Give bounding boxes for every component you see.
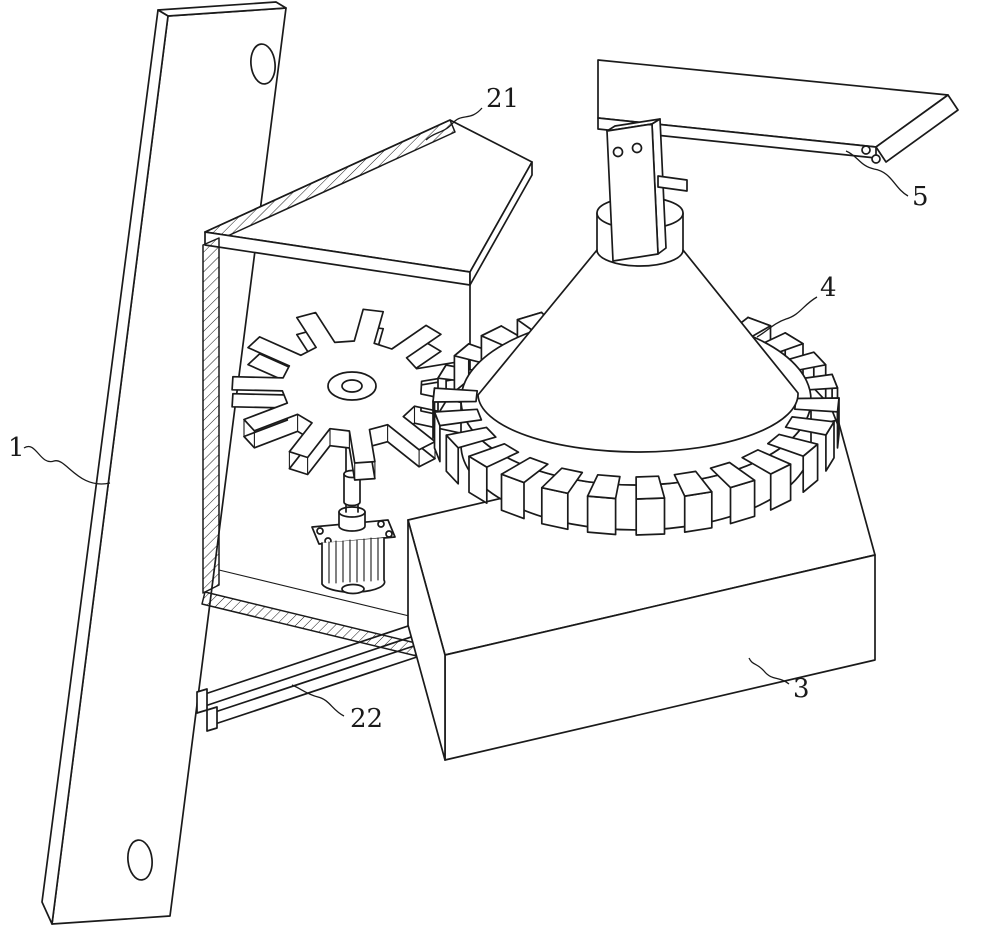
arm-end-bolt [871,154,881,164]
clamp-pin [657,175,688,192]
label-22: 22 [350,704,383,734]
housing-top-right-thickness [469,161,533,286]
ring-tooth-top [500,456,549,484]
drive-motor [311,429,396,595]
motor-fins [328,537,379,584]
clamp-bolt [631,142,643,154]
plate-hole-bottom [127,839,153,881]
ring-gear-front-teeth [432,387,840,536]
ring-tooth-face [586,495,617,536]
ring-tooth-top [741,449,792,475]
ring-tooth-top [784,416,835,436]
motor-bolt [316,527,324,535]
ring-tooth-face [635,497,666,536]
guide-rails [196,617,439,732]
label-4: 4 [820,273,837,303]
housing-floor-edge [218,569,431,622]
label-1: 1 [8,433,25,463]
plate-face [51,7,287,925]
ring-tooth-top [432,387,479,403]
plate-left-edge [41,9,169,925]
ring-tooth-top [586,473,621,500]
arm-end-flange [875,94,959,163]
motor-bolt [385,530,393,538]
base-left-face [407,519,446,761]
reference-labels: 1 21 22 3 4 5 [8,84,929,734]
support-bracket-arm [597,59,959,262]
rail-upper-cap [196,688,208,714]
spur-gear [231,308,472,481]
ring-tooth-top [468,442,520,468]
label-3: 3 [793,674,810,704]
mounting-plate [41,1,287,925]
motor-bolt [377,520,385,528]
cone-body [477,249,799,453]
leader-line-5 [845,150,909,197]
ring-tooth-top [766,433,819,458]
ring-tooth-top [540,467,584,495]
shaft-sleeve-body [343,473,361,507]
leader-line-3 [748,657,790,685]
label-21: 21 [486,84,519,114]
rail-lower-cap [206,706,218,732]
leader-line-22 [291,684,345,717]
arm-end-bolt [861,145,871,155]
spur-gear-bore [341,379,363,393]
label-5: 5 [912,182,929,212]
shaft-coupling-top [338,506,366,518]
housing-bottom-hatch-band [201,591,429,659]
clamp-front-face [606,123,659,262]
ring-tooth-top [445,426,497,449]
housing-left-wall-section [202,237,220,594]
ring-tooth-top [673,470,713,497]
plate-hole-top [250,43,276,85]
leader-line-4 [756,296,818,338]
ring-tooth-top [793,397,840,413]
leader-line-21 [425,107,483,141]
leader-line-1 [23,445,111,485]
gear-housing [201,119,533,659]
ring-tooth-face [540,486,569,531]
ring-tooth-top [635,475,666,500]
motor-bottom-cap [341,583,365,595]
ring-tooth-face [683,490,713,533]
clamp-bolt [612,146,624,158]
ring-tooth-top [709,461,756,489]
